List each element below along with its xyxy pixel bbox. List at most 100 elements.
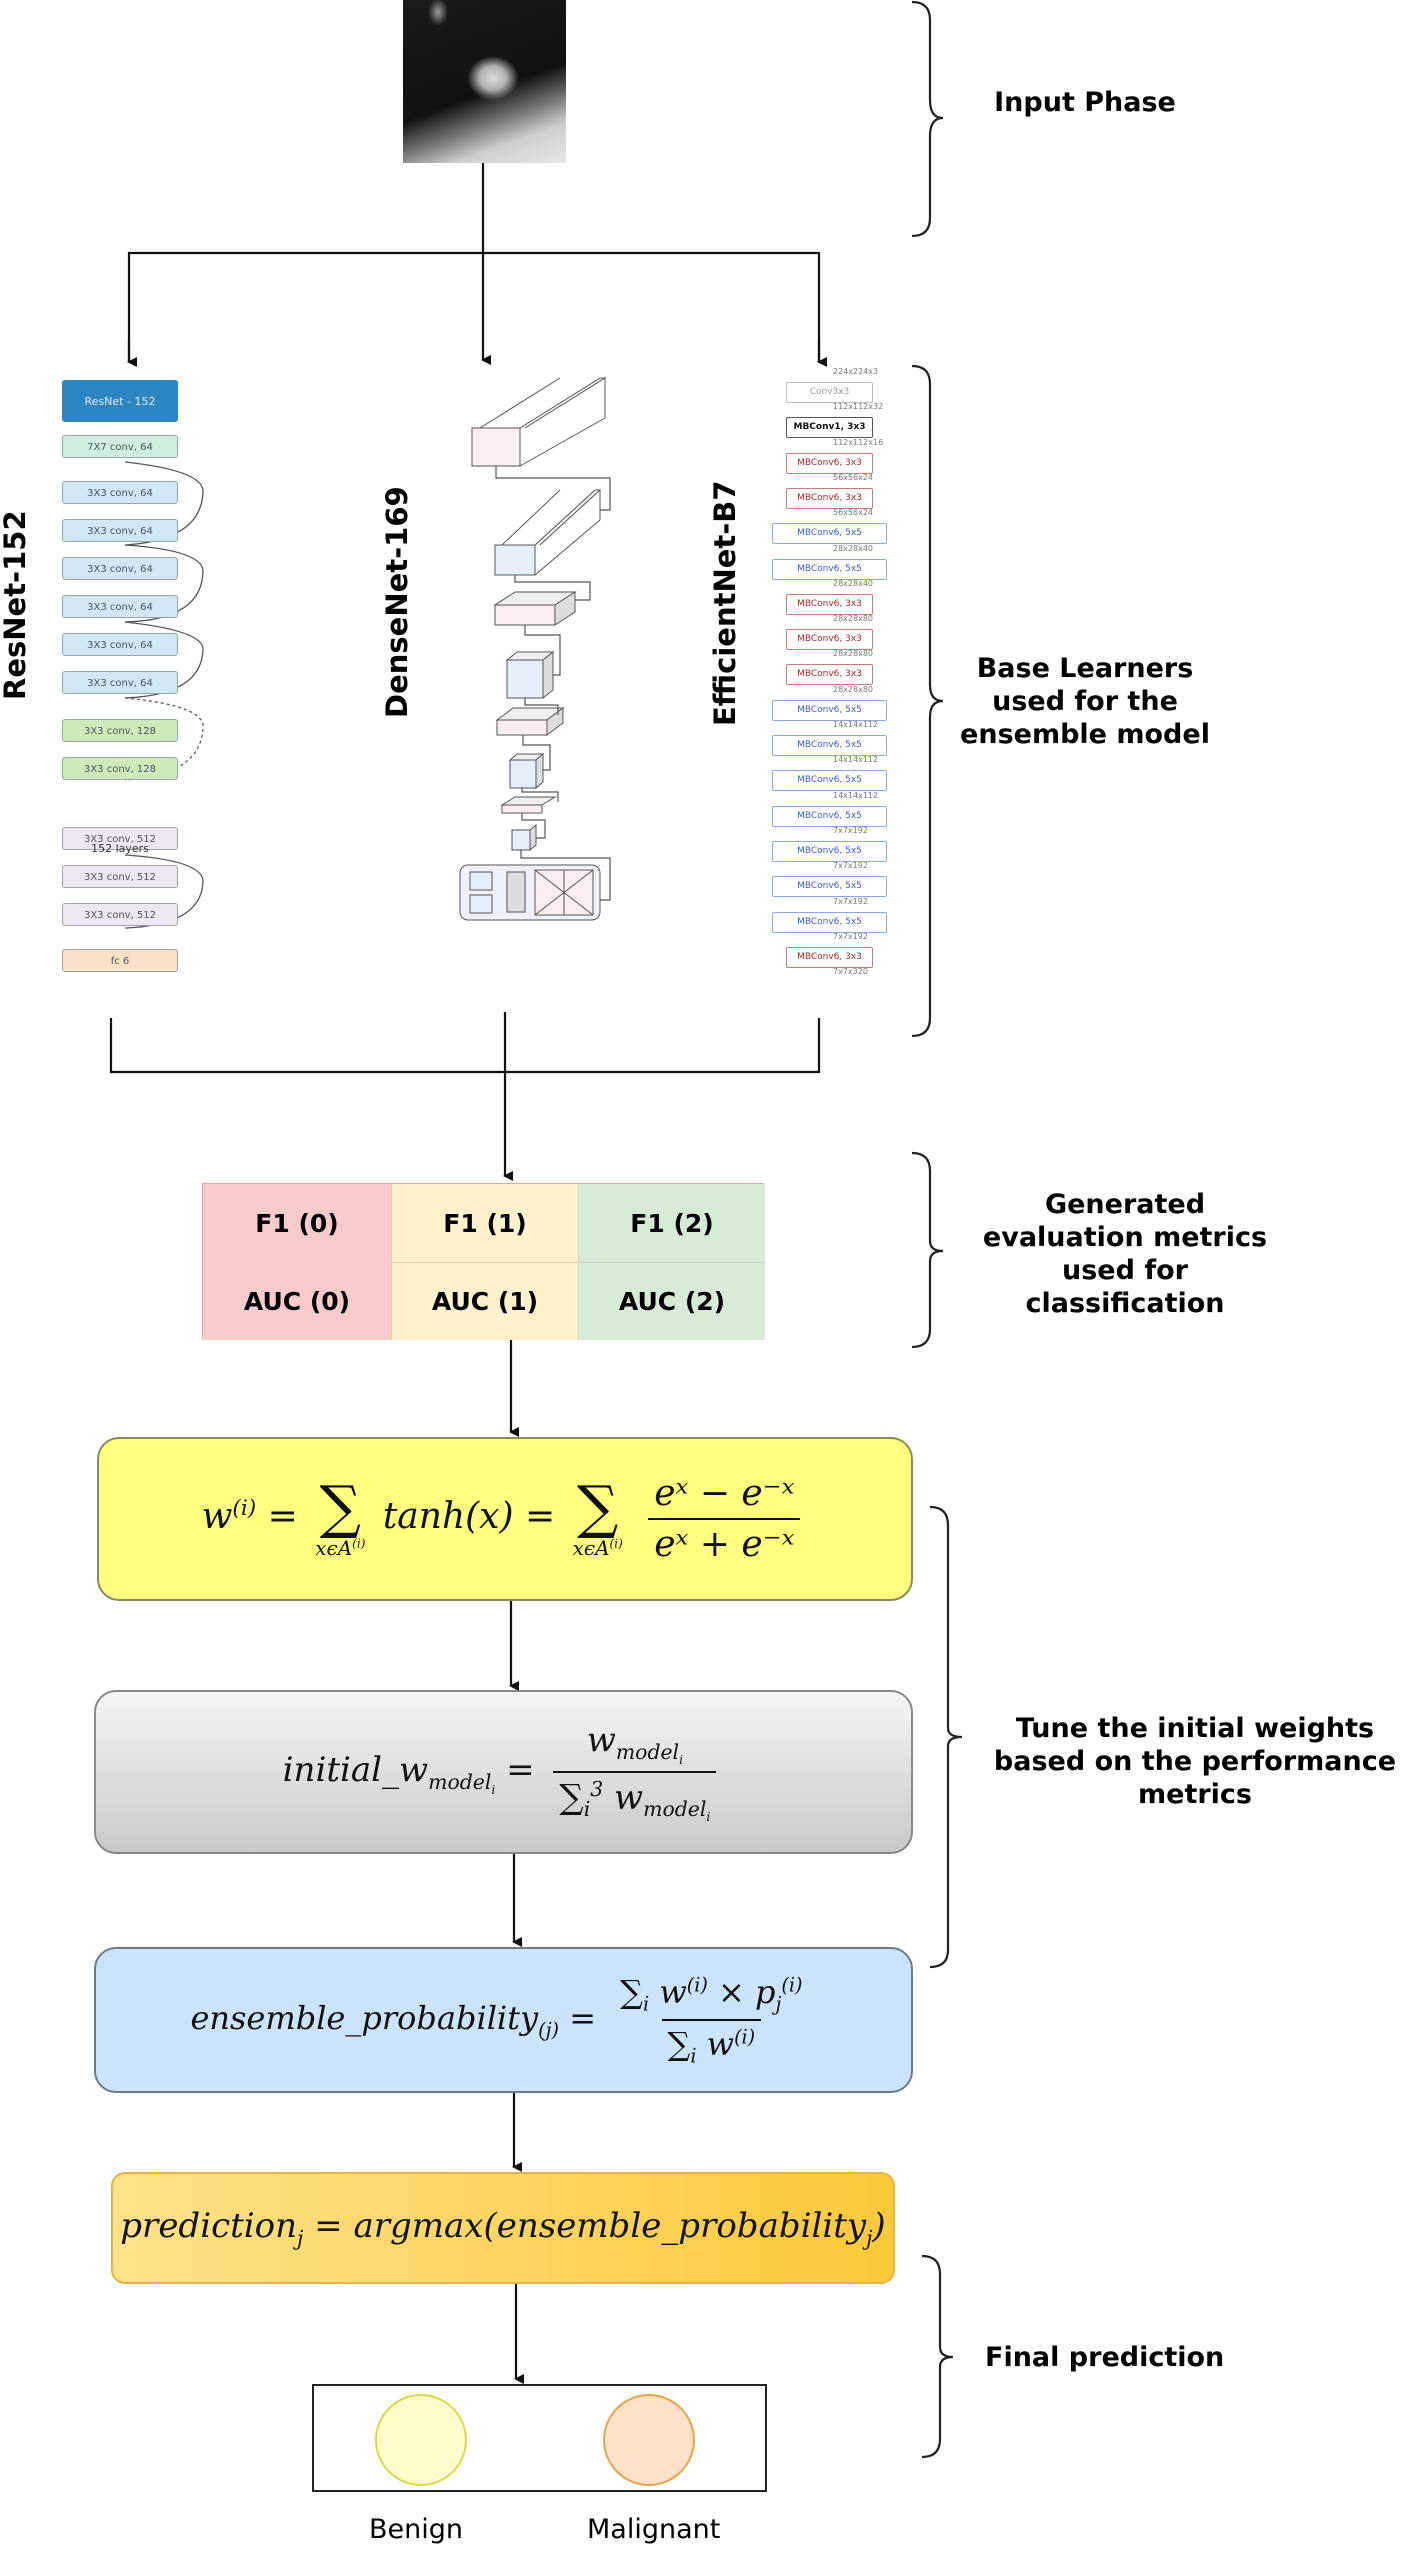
phase-label-metrics: Generated evaluation metrics used for cl… [975, 1188, 1275, 1320]
resnet-layers-note: 152 layers [91, 842, 149, 855]
efficientnet-dim-label: 14x14x112 [833, 790, 879, 800]
densenet-title: DenseNet-169 [380, 486, 414, 718]
weight-formula-box: w(i) = ∑xϵA(i) tanh(x) = ∑xϵA(i) eˣ − e⁻… [97, 1437, 913, 1601]
brace-final [921, 2254, 954, 2459]
initial-weight-formula: initial_wmodeli = wmodeli ∑i3 wmodeli [283, 1720, 725, 1824]
dense-block-3 [505, 650, 555, 700]
resnet-layer-block: 3X3 conv, 512 [62, 827, 178, 850]
transition-slab-3 [500, 796, 557, 814]
dense-block-4 [508, 752, 545, 790]
efficientnet-dim-label: 28x28x80 [833, 684, 874, 694]
efficientnet-layer-block: MBConv6, 5x5 [772, 523, 887, 545]
benign-class-circle [375, 2394, 467, 2486]
efficientnet-layer-block: MBConv6, 3x3 [786, 946, 873, 968]
efficientnet-dim-label: 7x7x192 [833, 861, 868, 871]
dense-block-2 [494, 489, 602, 576]
efficientnet-layer-block: MBConv1, 3x3 [786, 417, 873, 439]
phase-label-line: Base Learners [976, 653, 1194, 684]
phase-label-line: classification [1025, 1288, 1225, 1319]
phase-label-line: Generated [1044, 1189, 1206, 1220]
efficientnet-dim-label: 7x7x192 [833, 825, 868, 835]
transition-slab-1 [493, 591, 577, 626]
resnet-layer-block: 3X3 conv, 128 [62, 719, 178, 742]
brace-input [911, 0, 944, 238]
ensemble-probability-formula: ensemble_probability(j) = ∑i w(i) × pj(i… [190, 1972, 803, 2068]
phase-label-input: Input Phase [994, 87, 1176, 118]
efficientnet-dim-label: 28x28x40 [833, 543, 874, 553]
efficientnet-layer-block: MBConv6, 5x5 [772, 770, 887, 792]
benign-label: Benign [369, 2514, 463, 2545]
weight-formula: w(i) = ∑xϵA(i) tanh(x) = ∑xϵA(i) eˣ − e⁻… [202, 1473, 809, 1565]
phase-label-line: metrics [1138, 1779, 1252, 1810]
ensemble-probability-formula-box: ensemble_probability(j) = ∑i w(i) × pj(i… [94, 1947, 913, 2093]
resnet-header-block: ResNet - 152 [62, 380, 178, 422]
efficientnet-title: EfficientNet-B7 [708, 480, 742, 726]
metric-auc-2: AUC (2) [578, 1262, 765, 1340]
metric-auc-0: AUC (0) [203, 1262, 391, 1340]
malignant-class-circle [603, 2394, 695, 2486]
efficientnet-layer-block: MBConv6, 5x5 [772, 805, 887, 827]
phase-label-final: Final prediction [985, 2342, 1225, 2373]
resnet-layer-block: 3X3 conv, 512 [62, 865, 178, 888]
efficientnet-layer-block: MBConv6, 5x5 [772, 911, 887, 933]
dense-block-5 [511, 823, 537, 852]
efficientnet-layer-block: Conv3x3 [786, 382, 873, 403]
metric-auc-1: AUC (1) [391, 1262, 578, 1340]
metric-f1-1: F1 (1) [391, 1184, 578, 1262]
resnet-layer-block: 3X3 conv, 64 [62, 557, 178, 580]
efficientnet-dim-label: 7x7x192 [833, 931, 868, 941]
phase-label-base-learners: Base Learners used for the ensemble mode… [955, 652, 1215, 751]
resnet-title: ResNet-152 [0, 510, 32, 700]
resnet-layer-block: 3X3 conv, 128 [62, 757, 178, 780]
efficientnet-dim-label: 7x7x320 [833, 967, 868, 977]
metric-f1-0: F1 (0) [203, 1184, 391, 1262]
phase-label-line: used for the [992, 686, 1178, 717]
efficientnet-layer-block: MBConv6, 5x5 [772, 735, 887, 756]
classification-block [459, 864, 601, 921]
efficientnet-layer-block: MBConv6, 3x3 [786, 629, 873, 651]
densenet-diagram [459, 377, 611, 921]
efficientnet-dim-label: 112x112x16 [833, 437, 884, 447]
transition-slab-2 [495, 707, 565, 736]
efficientnet-dim-label: 112x112x32 [833, 402, 884, 412]
resnet-layer-block: 3X3 conv, 64 [62, 595, 178, 618]
resnet-layer-block: 3X3 conv, 512 [62, 903, 178, 926]
efficientnet-dim-label: 14x14x112 [833, 755, 879, 765]
brace-tune [929, 1505, 963, 1969]
input-mammogram-image [403, 0, 566, 163]
efficientnet-dim-label: 28x28x80 [833, 649, 874, 659]
phase-label-line: Tune the initial weights [1015, 1713, 1375, 1744]
resnet-layer-block: 3X3 conv, 64 [62, 633, 178, 656]
efficientnet-layer-block: MBConv6, 5x5 [772, 558, 887, 580]
efficientnet-dim-label: 224x224x3 [833, 367, 879, 376]
efficientnet-layer-block: MBConv6, 3x3 [786, 487, 873, 509]
phase-label-line: used for [1062, 1255, 1188, 1286]
resnet-layer-block: 7X7 conv, 64 [62, 435, 178, 458]
split-line [127, 251, 821, 362]
merge-line [109, 1018, 821, 1074]
phase-label-tune: Tune the initial weights based on the pe… [975, 1712, 1415, 1811]
efficientnet-layer-block: MBConv6, 5x5 [772, 840, 887, 862]
efficientnet-layer-block: MBConv6, 5x5 [772, 699, 887, 721]
phase-label-line: ensemble model [960, 719, 1210, 750]
efficientnet-layer-block: MBConv6, 3x3 [786, 664, 873, 686]
efficientnet-dim-label: 28x28x80 [833, 614, 874, 624]
prediction-formula: predictionj = argmax(ensemble_probabilit… [120, 2206, 886, 2250]
brace-base-learners [911, 364, 944, 1038]
prediction-formula-box: predictionj = argmax(ensemble_probabilit… [111, 2172, 895, 2284]
dense-block-1 [471, 377, 607, 467]
resnet-layer-block: fc 6 [62, 949, 178, 972]
efficientnet-dim-label: 56x56x24 [833, 472, 874, 482]
efficientnet-layer-block: MBConv6, 3x3 [786, 452, 873, 474]
efficientnet-dim-label: 14x14x112 [833, 720, 879, 729]
malignant-label: Malignant [587, 2514, 721, 2545]
resnet-layer-block: 3X3 conv, 64 [62, 481, 178, 504]
efficientnet-dim-label: 7x7x192 [833, 896, 868, 906]
efficientnet-layer-block: MBConv6, 3x3 [786, 593, 873, 615]
resnet-layer-block: 3X3 conv, 64 [62, 519, 178, 542]
metric-f1-2: F1 (2) [578, 1184, 765, 1262]
efficientnet-dim-label: 56x56x24 [833, 508, 874, 518]
brace-metrics [911, 1151, 944, 1349]
metrics-table: F1 (0) F1 (1) F1 (2) AUC (0) AUC (1) AUC… [202, 1183, 765, 1340]
